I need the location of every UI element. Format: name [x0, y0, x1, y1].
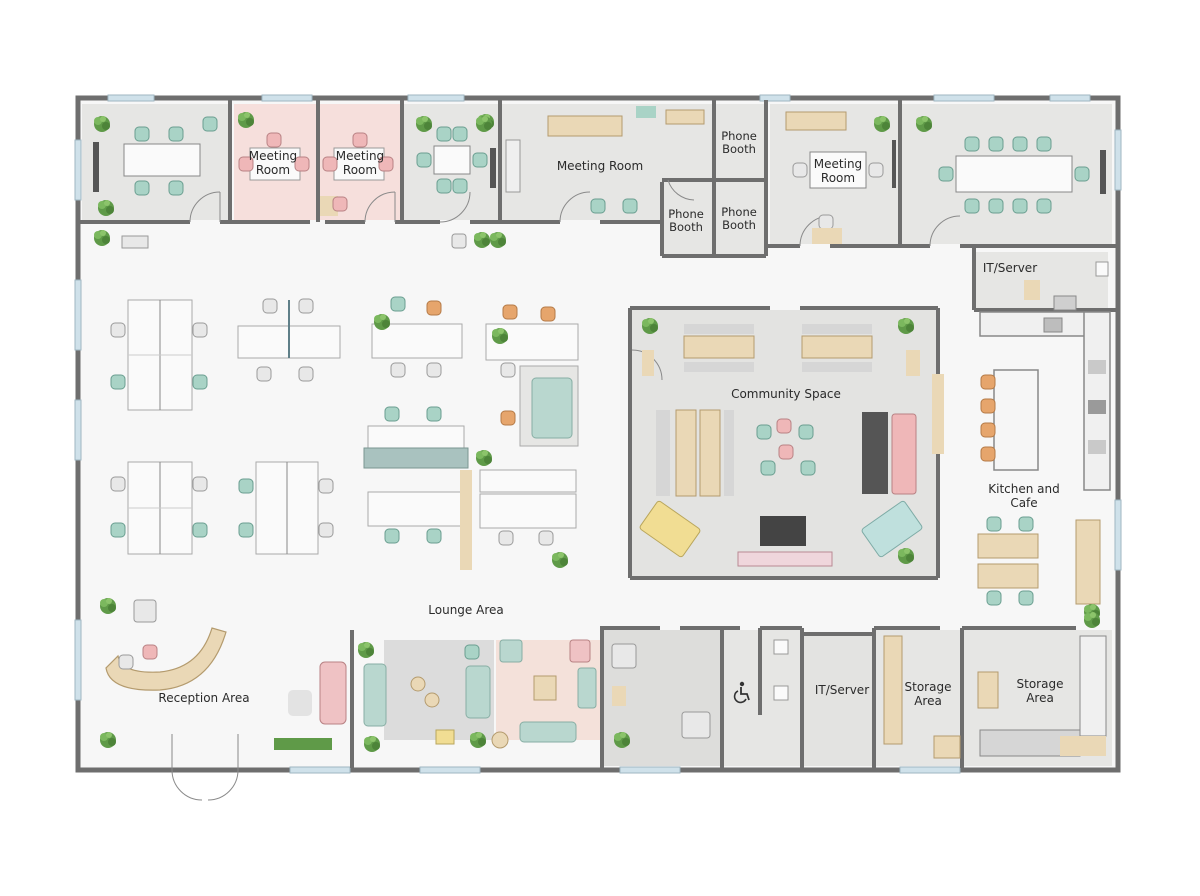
community-high-table — [862, 412, 888, 494]
interior-walls-bottom — [350, 626, 1076, 768]
workstations-left — [110, 296, 579, 555]
kitchen-island — [993, 369, 1039, 471]
quad-meeting-room-furniture — [416, 114, 496, 194]
wall-screen — [93, 142, 99, 192]
planter-box — [274, 738, 332, 750]
reception-area-label: Reception Area — [158, 691, 249, 705]
it-server-top-label: IT/Server — [983, 261, 1037, 275]
windows — [74, 94, 1122, 774]
right-meeting-room-furniture — [785, 111, 890, 244]
phone-booth-left-floor — [664, 182, 712, 254]
wheelchair-icon — [733, 681, 750, 704]
workstations-center — [363, 365, 579, 570]
misc-plants — [94, 116, 506, 249]
it-server-bottom-floor — [804, 636, 872, 766]
cafe-tables — [977, 516, 1101, 620]
lounge-furniture — [274, 639, 630, 752]
phone-booth-right-floor — [716, 182, 764, 254]
phone-booth-top-floor — [716, 104, 764, 178]
it-server-top-floor — [976, 252, 1108, 308]
top-right-meeting-furniture — [892, 116, 1106, 214]
interior-walls-top — [80, 100, 1116, 312]
community-tv — [760, 516, 806, 546]
community-space-label: Community Space — [731, 387, 841, 401]
meeting-room-large-label: Meeting Room — [557, 159, 643, 173]
main-entrance-doors — [171, 734, 239, 801]
lounge-area-label: Lounge Area — [428, 603, 503, 617]
large-meeting-room-furniture — [505, 106, 705, 214]
it-server-bottom-label: IT/Server — [815, 683, 869, 697]
community-space-furniture — [639, 318, 944, 567]
small-meeting-room-furniture — [238, 112, 394, 216]
kitchen-counter — [979, 311, 1111, 491]
it-server-top-furniture — [1024, 261, 1109, 333]
bottom-rooms-furniture — [611, 612, 1107, 759]
reception-desk — [100, 598, 312, 748]
meeting-table-top-left — [93, 116, 218, 216]
community-space-walls — [628, 306, 940, 580]
